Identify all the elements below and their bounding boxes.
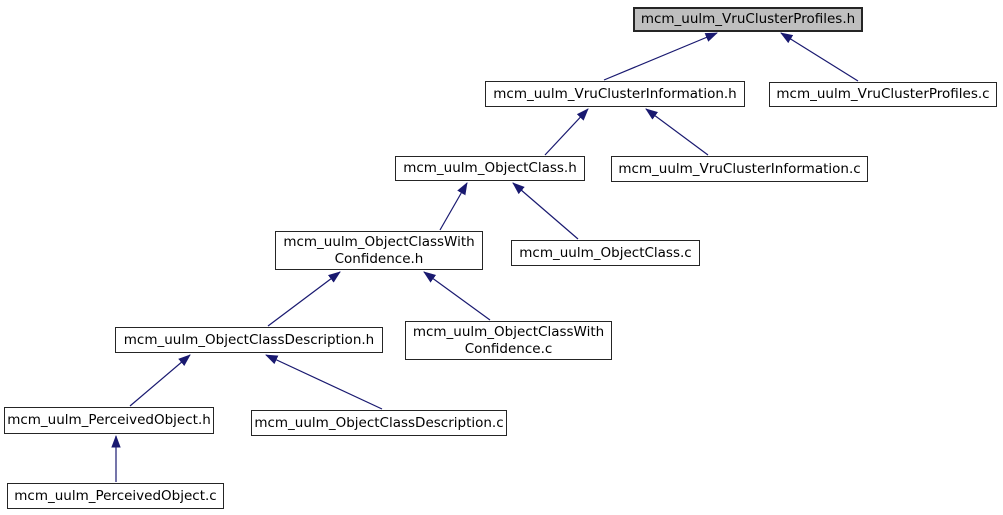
graph-node-object-class-c[interactable]: mcm_uulm_ObjectClass.c <box>511 240 700 266</box>
edge-object-class-description-h-to-object-class-with-confidence-h <box>267 271 341 327</box>
edge-vru-cluster-information-h-to-vru-cluster-profiles-h <box>603 32 718 81</box>
edge-object-class-description-c-to-object-class-description-h <box>265 354 383 410</box>
graph-node-vru-cluster-information-h[interactable]: mcm_uulm_VruClusterInformation.h <box>485 81 745 107</box>
edge-object-class-h-to-vru-cluster-information-h <box>544 108 589 156</box>
graph-node-vru-cluster-profiles-c[interactable]: mcm_uulm_VruClusterProfiles.c <box>769 82 997 107</box>
graph-node-vru-cluster-information-c[interactable]: mcm_uulm_VruClusterInformation.c <box>611 156 868 182</box>
graph-node-object-class-description-c[interactable]: mcm_uulm_ObjectClassDescription.c <box>251 410 507 436</box>
graph-node-vru-cluster-profiles-h: mcm_uulm_VruClusterProfiles.h <box>633 7 863 32</box>
graph-node-object-class-with-confidence-h[interactable]: mcm_uulm_ObjectClassWith Confidence.h <box>275 231 483 270</box>
edge-vru-cluster-profiles-c-to-vru-cluster-profiles-h <box>780 32 859 82</box>
graph-node-perceived-object-h[interactable]: mcm_uulm_PerceivedObject.h <box>4 407 214 434</box>
edge-object-class-with-confidence-h-to-object-class-h <box>439 182 468 231</box>
edge-object-class-c-to-object-class-h <box>512 182 579 240</box>
graph-node-object-class-h[interactable]: mcm_uulm_ObjectClass.h <box>395 156 585 181</box>
graph-node-perceived-object-c[interactable]: mcm_uulm_PerceivedObject.c <box>7 483 224 509</box>
edge-perceived-object-h-to-object-class-description-h <box>129 354 191 407</box>
graph-node-object-class-with-confidence-c[interactable]: mcm_uulm_ObjectClassWith Confidence.c <box>405 321 612 360</box>
edge-object-class-with-confidence-c-to-object-class-with-confidence-h <box>423 271 491 321</box>
graph-node-object-class-description-h[interactable]: mcm_uulm_ObjectClassDescription.h <box>115 327 383 353</box>
edge-vru-cluster-information-c-to-vru-cluster-information-h <box>645 108 709 156</box>
